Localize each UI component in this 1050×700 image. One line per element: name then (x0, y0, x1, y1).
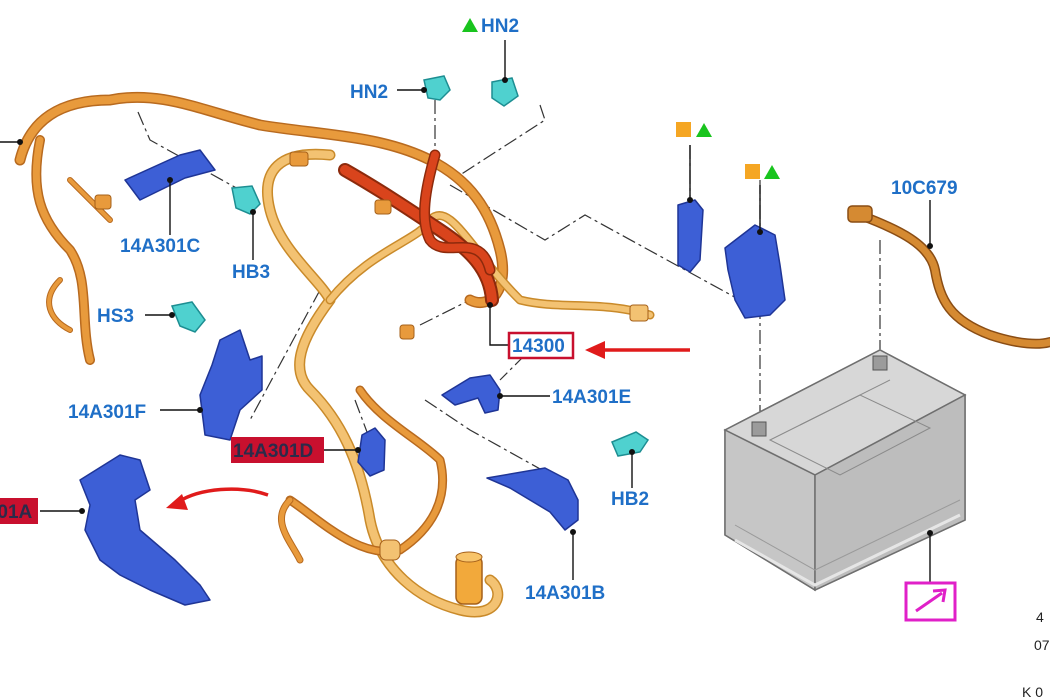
label-14a301c: 14A301C (120, 236, 201, 257)
orange-square-icon (745, 164, 760, 179)
bracket-14a301b (486, 467, 579, 531)
label-hb2: HB2 (611, 489, 649, 510)
green-triangle-icon (462, 18, 478, 32)
clip-hn2-top (491, 77, 519, 107)
edge-text-line2: 07 (1034, 637, 1050, 653)
label-14a301a: 14A301A (0, 502, 33, 523)
green-triangle-icon (764, 165, 780, 179)
relay-bracket-large (724, 224, 786, 319)
brackets (79, 149, 786, 606)
label-14300: 14300 (512, 336, 565, 357)
red-arrows (166, 341, 690, 510)
markers (462, 18, 780, 179)
wiring-harness (14, 91, 655, 618)
ground-symbol-icon (904, 581, 957, 622)
highlight-14300 (507, 331, 575, 360)
bracket-14a301f (199, 329, 263, 441)
highlight-14a301d (231, 437, 324, 463)
clip-hs3 (170, 301, 206, 333)
clip-hn2-left (423, 75, 451, 101)
battery (723, 349, 967, 592)
relay-bracket-small (677, 199, 704, 273)
label-hs3: HS3 (97, 306, 134, 327)
callout-leaders (0, 40, 933, 582)
bracket-14a301c (124, 149, 216, 201)
arrow-to-14a301a (177, 487, 269, 504)
label-14a301d: 14A301D (233, 441, 313, 462)
green-triangle-icon (696, 123, 712, 137)
edge-text: 4 07 K 0 (1022, 609, 1050, 700)
harness-10c679 (847, 205, 1050, 349)
label-hb3: HB3 (232, 262, 270, 283)
label-hn2-top: HN2 (481, 16, 519, 37)
orange-square-icon (676, 122, 691, 137)
label-14a301f: 14A301F (68, 402, 146, 423)
highlight-14a301a (0, 498, 38, 524)
bracket-14a301e (441, 374, 501, 414)
edge-text-line1: 4 (1036, 609, 1044, 625)
label-14a301b: 14A301B (525, 583, 605, 604)
clip-hb3 (231, 185, 261, 215)
label-hn2-left: HN2 (350, 82, 388, 103)
part-labels: HN2 HN2 14A301C HB3 HS3 14A301F 14A301D … (0, 16, 958, 604)
clip-hb2 (611, 431, 650, 457)
bracket-14a301a (79, 454, 211, 606)
label-14a301e: 14A301E (552, 387, 631, 408)
edge-text-line3: K 0 (1022, 684, 1043, 700)
label-10c679: 10C679 (891, 178, 958, 199)
clips (170, 75, 650, 457)
bracket-14a301d (357, 427, 386, 477)
